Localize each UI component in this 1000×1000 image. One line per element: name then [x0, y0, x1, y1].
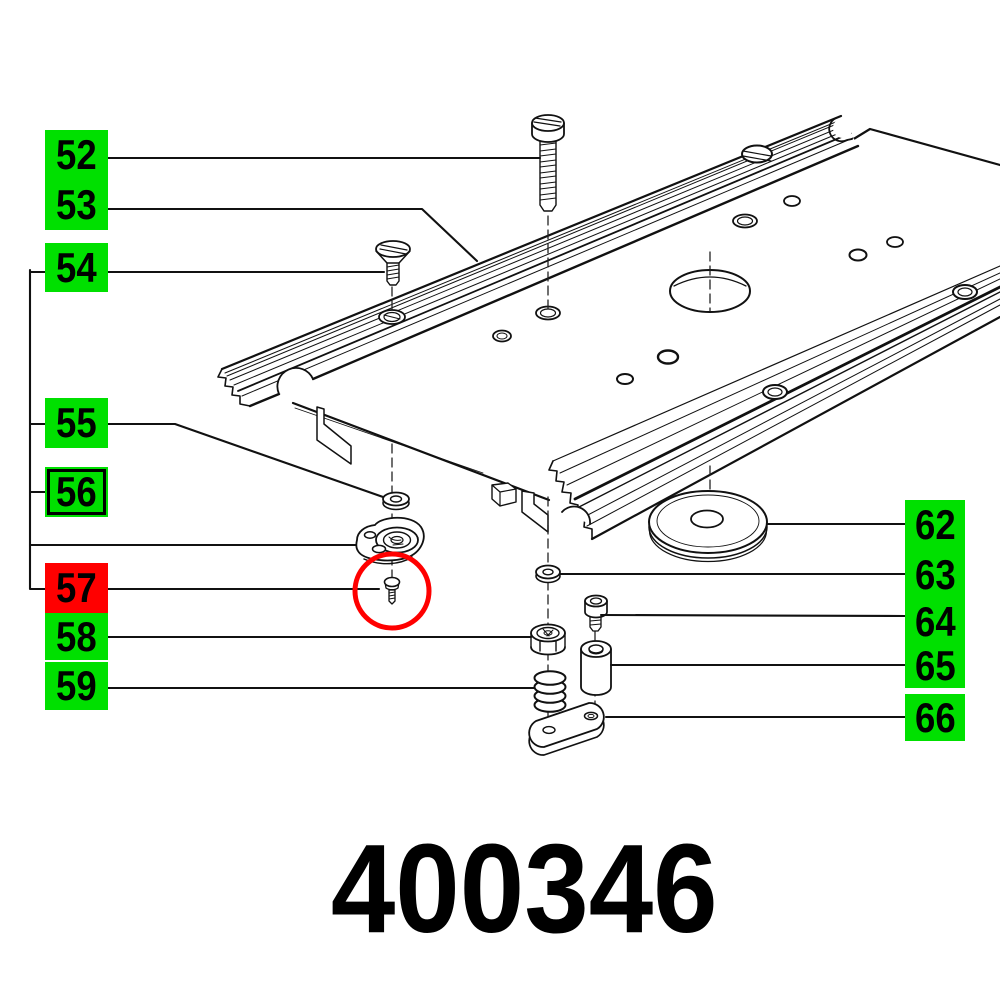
pointer-64: [599, 613, 907, 618]
callout-58[interactable]: 58: [45, 613, 108, 660]
part-number: 400346: [24, 826, 1000, 952]
callout-54-label: 54: [56, 243, 97, 291]
callout-53-label: 53: [56, 181, 97, 228]
pointer-lines: [28, 156, 907, 719]
callout-66[interactable]: 66: [905, 694, 965, 741]
callout-59[interactable]: 59: [45, 662, 108, 710]
spring-59: [533, 670, 567, 713]
callout-63-label: 63: [914, 551, 956, 598]
cam-latch-56: [355, 516, 425, 565]
bottom-rail: [548, 265, 1000, 541]
base-plate: [245, 127, 1000, 539]
callout-57-selected[interactable]: 57: [45, 563, 108, 613]
callout-56-label: 56: [56, 468, 97, 515]
plate-rib-left: [316, 406, 352, 465]
callout-53: 53: [45, 180, 108, 230]
screw-64: [584, 594, 608, 632]
screw-52: [531, 114, 565, 212]
lever-66: [528, 702, 605, 756]
washer-62: [648, 490, 768, 563]
assembly-axes: [391, 215, 711, 732]
callout-65[interactable]: 65: [905, 643, 965, 688]
callout-56[interactable]: 56: [45, 467, 108, 517]
bracket-line: [28, 268, 50, 591]
callout-64-label: 64: [914, 597, 956, 645]
callout-62-label: 62: [914, 501, 956, 548]
pointer-53: [106, 207, 479, 263]
callout-66-label: 66: [914, 693, 956, 741]
callout-62[interactable]: 62: [905, 500, 965, 550]
callout-64[interactable]: 64: [905, 600, 965, 643]
screw-54: [375, 240, 411, 286]
callout-52-53[interactable]: 52 53: [45, 130, 108, 230]
callout-65-label: 65: [914, 641, 956, 689]
highlight-circle: [352, 551, 432, 631]
washer-63: [535, 564, 561, 584]
top-rail: [217, 114, 860, 408]
callout-56-outline: 56: [47, 469, 106, 515]
callout-57-label: 57: [56, 564, 97, 611]
callout-52: 52: [45, 130, 108, 180]
callout-54[interactable]: 54: [45, 243, 108, 292]
callout-58-label: 58: [56, 612, 97, 660]
callout-59-label: 59: [56, 662, 97, 709]
part-number-text: 400346: [330, 818, 718, 959]
callout-52-label: 52: [56, 131, 97, 178]
callout-63[interactable]: 63: [905, 550, 965, 600]
pointer-55: [105, 422, 385, 499]
washer-55: [382, 491, 410, 511]
callout-55-label: 55: [56, 399, 97, 446]
nut-58: [530, 623, 566, 656]
callout-55[interactable]: 55: [45, 398, 108, 448]
screw-57: [383, 576, 401, 605]
plate-clip: [491, 482, 517, 507]
spacer-65: [580, 640, 612, 696]
